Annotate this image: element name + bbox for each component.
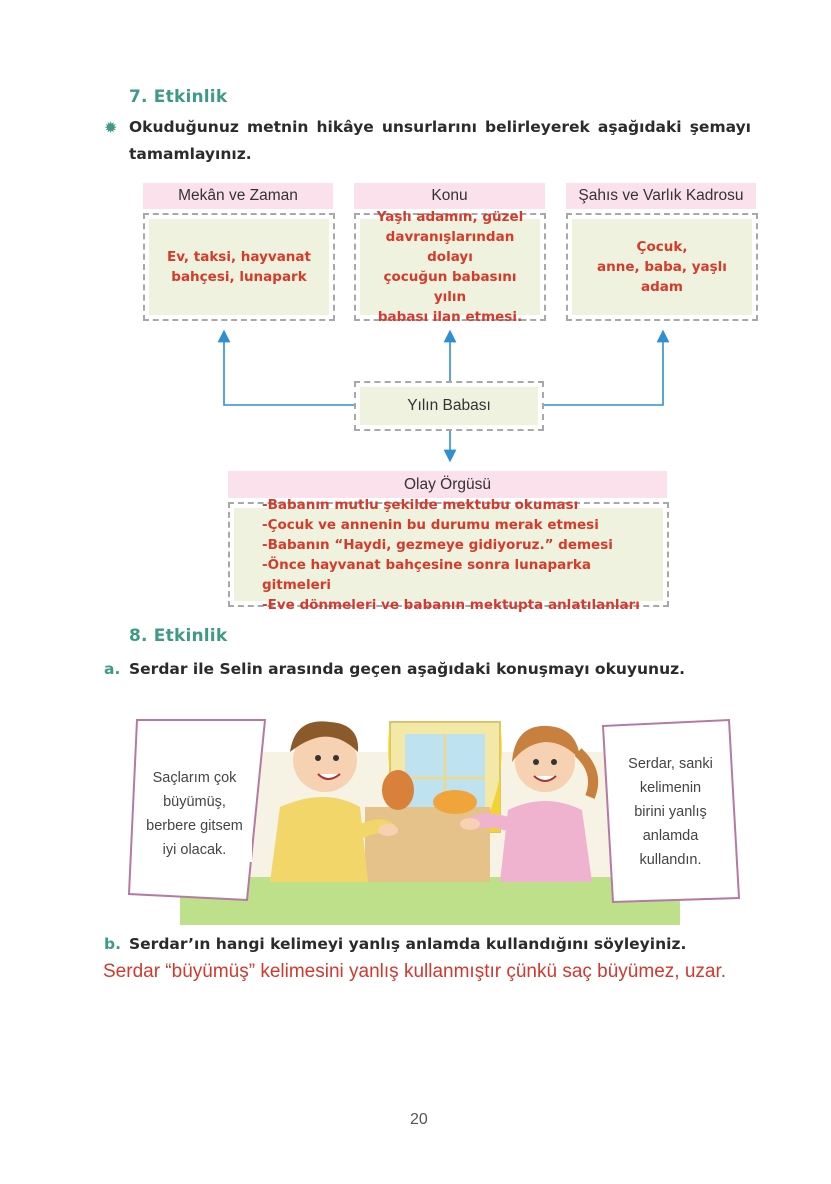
answer-subject: Yaşlı adamın, güzel davranışlarından dol… — [360, 209, 540, 325]
question-b-marker: b. — [104, 935, 121, 953]
answer-line: anne, baba, yaşlı adam — [597, 259, 727, 295]
plot-list: -Babanın mutlu şekilde mektubu okuması -… — [262, 495, 657, 615]
answer-line: Çocuk, — [636, 239, 688, 255]
speech-bubble-left: Saçlarım çok büyümüş, berbere gitsem iyi… — [127, 718, 267, 902]
label-characters: Şahıs ve Varlık Kadrosu — [566, 183, 756, 209]
arrow-to-characters — [542, 329, 670, 406]
plot-inner: -Babanın mutlu şekilde mektubu okuması -… — [234, 497, 663, 613]
label-subject: Konu — [354, 183, 545, 209]
plot-item: -Babanın “Haydi, gezmeye gidiyoruz.” dem… — [262, 536, 613, 553]
box-subject: Yaşlı adamın, güzel davranışlarından dol… — [354, 209, 546, 325]
bubble-left-line: büyümüş, — [163, 794, 226, 810]
plot-item: -Önce hayvanat bahçesine sonra lunaparka… — [262, 556, 591, 593]
bubble-left-line: iyi olacak. — [162, 842, 227, 858]
bubble-right-line: kelimenin — [639, 780, 702, 796]
center-title: Yılın Babası — [360, 387, 538, 425]
question-a-text: Serdar ile Selin arasında geçen aşağıdak… — [129, 660, 686, 678]
answer-line: babası ilan etmesi. — [377, 309, 523, 325]
question-a-marker: a. — [104, 660, 121, 678]
arrow-to-place-time — [217, 329, 356, 406]
question-b-text: Serdar’ın hangi kelimeyi yanlış anlamda … — [129, 935, 687, 953]
activity8-heading: 8. Etkinlik — [129, 626, 228, 646]
bubble-right-line: anlamda — [642, 828, 699, 844]
activity7-instruction: Okuduğunuz metnin hikâye unsurlarını bel… — [129, 114, 751, 168]
conversation-illustration — [180, 721, 680, 925]
diagram-arrows — [217, 329, 670, 463]
answer-line: çocuğun babasını yılın — [383, 269, 517, 305]
box-plot: -Babanın mutlu şekilde mektubu okuması -… — [228, 497, 669, 613]
page-number: 20 — [410, 1111, 428, 1128]
plot-item: -Babanın mutlu şekilde mektubu okuması — [262, 496, 579, 513]
star-bullet-icon: ✹ — [104, 118, 118, 137]
label-plot: Olay Örgüsü — [228, 471, 667, 498]
bubble-left-line: Saçlarım çok — [152, 770, 237, 786]
answer-line: bahçesi, lunapark — [171, 269, 307, 285]
box-place-time: Ev, taksi, hayvanat bahçesi, lunapark — [143, 213, 335, 321]
bubble-right-line: birini yanlış — [634, 804, 707, 820]
plot-item: -Çocuk ve annenin bu durumu merak etmesi — [262, 516, 599, 533]
bubble-right-line: Serdar, sanki — [628, 756, 713, 772]
instruction-line-1: Okuduğunuz metnin hikâye unsurlarını bel… — [129, 118, 751, 136]
plot-item: -Eve dönmeleri ve babanın mektupta anlat… — [262, 596, 640, 613]
answer-place-time: Ev, taksi, hayvanat bahçesi, lunapark — [149, 219, 329, 315]
bubble-left-line: berbere gitsem — [146, 818, 243, 834]
answer-characters: Çocuk, anne, baba, yaşlı adam — [572, 219, 752, 315]
answer-line: davranışlarından dolayı — [385, 229, 515, 265]
instruction-line-2: tamamlayınız. — [129, 145, 252, 163]
activity7-heading: 7. Etkinlik — [129, 87, 228, 107]
answer-line: Ev, taksi, hayvanat — [167, 249, 311, 265]
bubble-right-line: kullandın. — [639, 852, 702, 868]
speech-bubble-right: Serdar, sanki kelimenin birini yanlış an… — [601, 718, 741, 904]
answer-text: Serdar “büyümüş” kelimesini yanlış kulla… — [103, 961, 727, 982]
center-title-box: Yılın Babası — [354, 381, 544, 431]
answer-line: Yaşlı adamın, güzel — [376, 209, 524, 225]
box-characters: Çocuk, anne, baba, yaşlı adam — [566, 213, 758, 321]
label-place-time: Mekân ve Zaman — [143, 183, 333, 209]
